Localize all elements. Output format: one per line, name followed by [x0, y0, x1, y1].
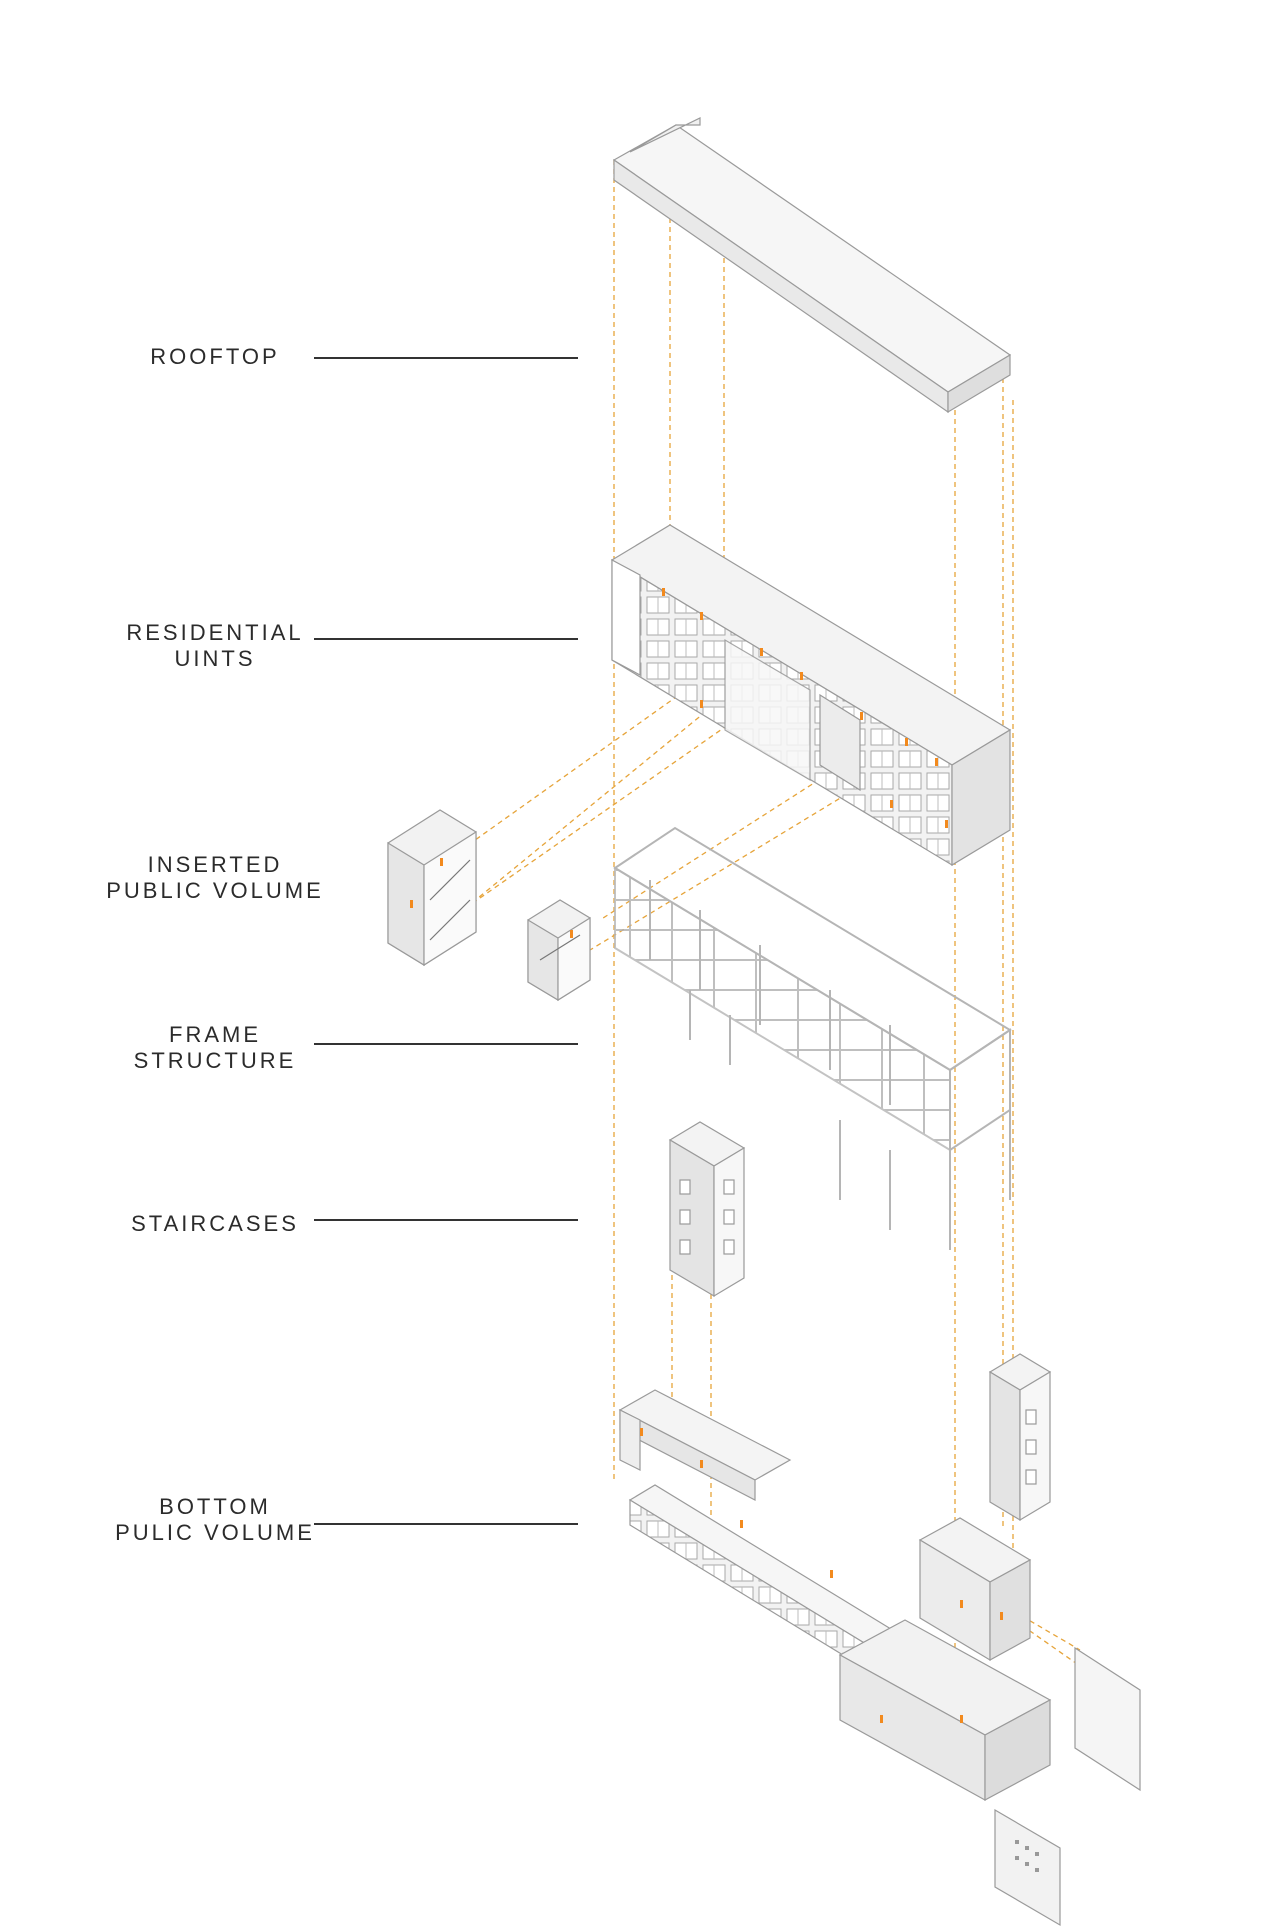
- label-text: BOTTOM PULIC VOLUME: [115, 1494, 315, 1545]
- staircase-tower-left: [668, 1121, 746, 1298]
- label-staircases: STAIRCASES: [0, 1206, 590, 1266]
- bottom-volume-accent-figures: [640, 1428, 1003, 1723]
- staircase-tower-right: [988, 1353, 1052, 1522]
- label-residential-units: RESIDENTIAL UINTS: [0, 620, 590, 680]
- label-text: RESIDENTIAL UINTS: [126, 620, 304, 671]
- label-text: INSERTED PUBLIC VOLUME: [106, 852, 324, 903]
- label-rooftop: ROOFTOP: [0, 334, 590, 394]
- frame-structure-grid: [613, 826, 1012, 1250]
- leader-line: [314, 638, 578, 640]
- leader-line: [314, 357, 578, 359]
- inserted-public-volume-right: [527, 899, 591, 1002]
- residential-unit-accent-figures: [662, 588, 948, 828]
- leader-line: [314, 1523, 578, 1525]
- label-frame-structure: FRAME STRUCTURE: [0, 1022, 590, 1082]
- residential-units-block: [610, 524, 1012, 867]
- label-inserted-public-volume: INSERTED PUBLIC VOLUME: [0, 852, 590, 912]
- label-text: STAIRCASES: [131, 1211, 299, 1236]
- label-text: FRAME STRUCTURE: [133, 1022, 297, 1073]
- bottom-public-volume-block: [618, 1389, 1141, 1927]
- leader-line: [314, 1043, 578, 1045]
- rooftop-slab: [612, 117, 1012, 414]
- label-text: ROOFTOP: [150, 344, 280, 369]
- leader-line: [314, 1219, 578, 1221]
- label-bottom-public-volume: BOTTOM PULIC VOLUME: [0, 1494, 590, 1554]
- inserted-public-volume-left: [387, 809, 477, 967]
